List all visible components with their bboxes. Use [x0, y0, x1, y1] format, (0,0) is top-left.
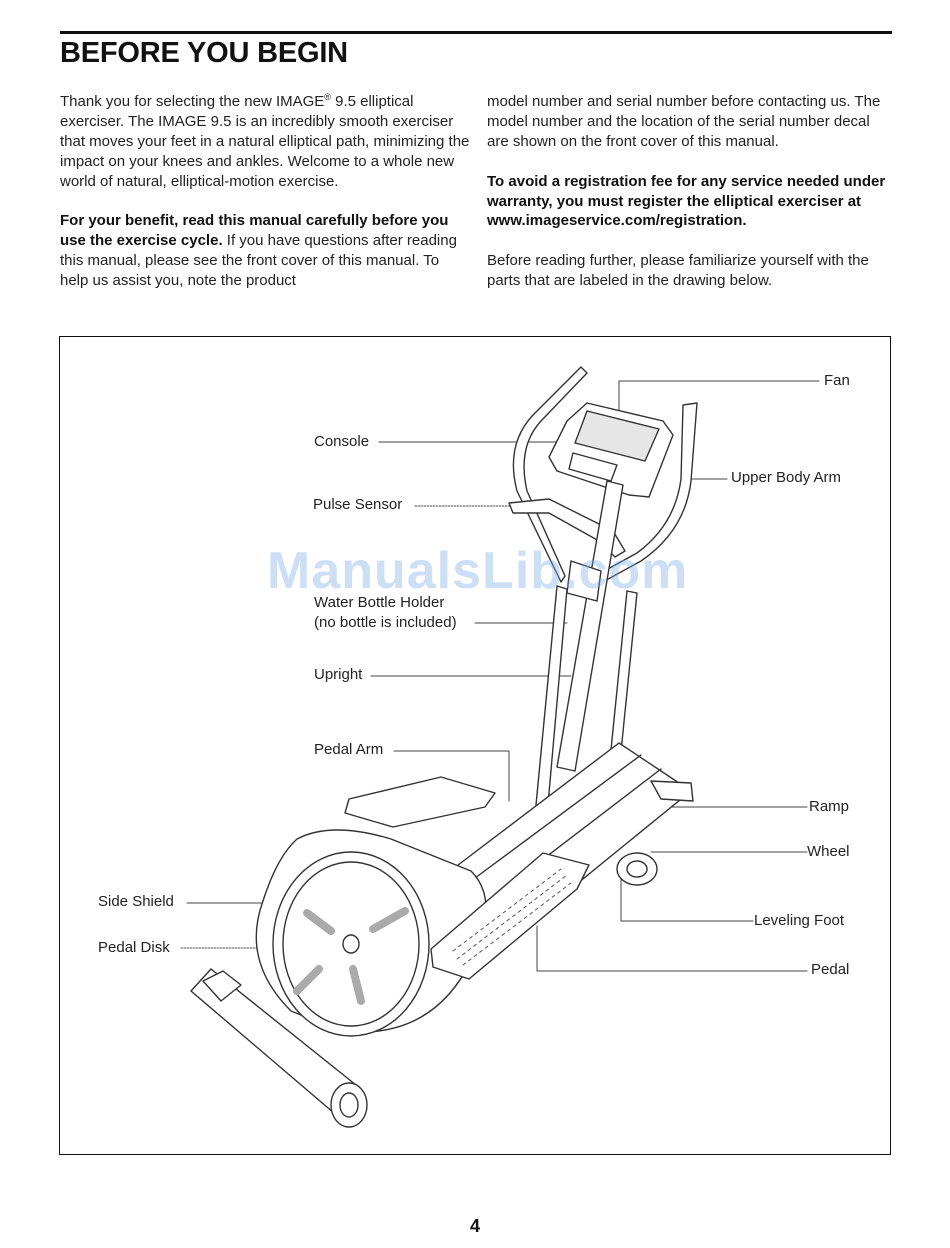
parts-diagram: ManualsLib.com Fan Console Upper Body Ar…: [59, 336, 891, 1155]
label-wheel: Wheel: [807, 843, 850, 860]
leader-pedal-arm: [393, 750, 510, 802]
leader-leveling-foot: [620, 860, 754, 922]
left-upper-body-arm: [512, 366, 588, 583]
label-water-bottle-holder-note: (no bottle is included): [314, 614, 457, 631]
elliptical-drawing: [180, 366, 820, 1128]
registration-notice: To avoid a registration fee for any serv…: [487, 172, 886, 230]
intro-paragraph-2: For your benefit, read this manual caref…: [60, 212, 457, 290]
label-ramp: Ramp: [809, 798, 850, 815]
label-upper-body-arm: Upper Body Arm: [731, 469, 842, 486]
label-upright: Upright: [314, 666, 363, 683]
front-pedal: [430, 852, 590, 980]
label-console: Console: [314, 433, 370, 450]
pedal-disk: [272, 851, 430, 1037]
intro-column-left: Thank you for selecting the new IMAGE® 9…: [60, 92, 470, 291]
label-pedal-arm: Pedal Arm: [314, 741, 384, 758]
label-side-shield: Side Shield: [98, 893, 174, 910]
label-fan: Fan: [824, 372, 850, 389]
wheel: [616, 852, 658, 886]
page-number: 4: [469, 1216, 480, 1236]
label-water-bottle-holder: Water Bottle Holder: [314, 594, 445, 611]
intro-paragraph-2-cont: model number and serial number before co…: [487, 93, 881, 150]
label-leveling-foot: Leveling Foot: [754, 912, 845, 929]
intro-paragraph-1: Thank you for selecting the new IMAGE® 9…: [60, 92, 470, 190]
upright-post: [556, 480, 624, 772]
intro-paragraph-4: Before reading further, please familiari…: [487, 252, 869, 290]
right-upper-body-arm: [596, 402, 698, 584]
title-rule: [60, 31, 892, 34]
label-pedal: Pedal: [811, 961, 850, 978]
rear-pedal: [344, 776, 496, 828]
water-bottle-holder: [566, 560, 602, 602]
intro-column-right: model number and serial number before co…: [487, 92, 892, 291]
page-title: BEFORE YOU BEGIN: [60, 37, 348, 69]
leader-pedal: [536, 925, 808, 972]
label-pedal-disk: Pedal Disk: [98, 939, 170, 956]
watermark: ManualsLib.com: [267, 542, 689, 600]
console-drawing: [548, 402, 674, 498]
label-pulse-sensor: Pulse Sensor: [313, 496, 403, 513]
